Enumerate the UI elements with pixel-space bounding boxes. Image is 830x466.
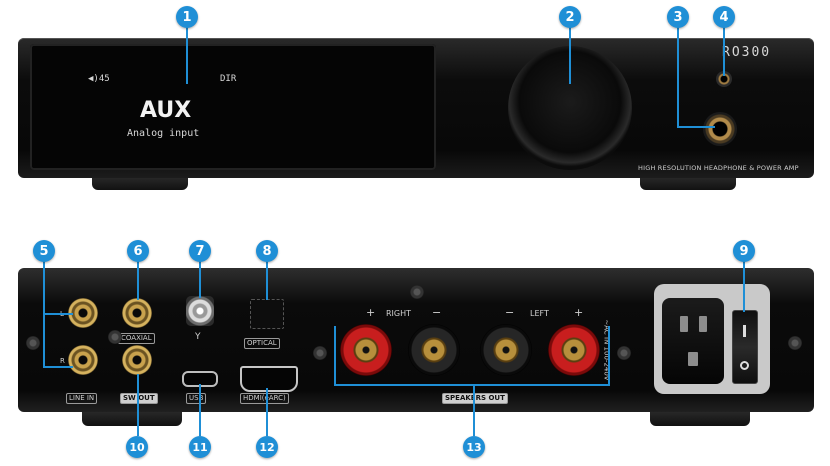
line-in-left-jack[interactable]: [68, 298, 98, 328]
callout-line-5b: [43, 366, 73, 368]
display-screen: ◀)45 DIR AUX Analog input: [30, 44, 436, 170]
screw-icon: [788, 336, 802, 350]
optical-port[interactable]: [250, 299, 284, 329]
callout-line-5a: [43, 313, 73, 315]
mode-readout: DIR: [220, 74, 237, 84]
front-foot-left: [92, 176, 188, 190]
callout-bracket-13: [334, 384, 610, 386]
callout-line-7: [199, 260, 201, 298]
iec-pin: [680, 316, 688, 332]
callout-7: 7: [189, 240, 211, 262]
screw-icon: [108, 330, 122, 344]
usb-label: USB: [186, 393, 207, 404]
coaxial-jack[interactable]: [122, 298, 152, 328]
callout-line-13: [473, 386, 475, 436]
callout-12: 12: [256, 436, 278, 458]
volume-readout: ◀)45: [88, 74, 110, 84]
screw-icon: [26, 336, 40, 350]
antenna-connector[interactable]: [186, 296, 214, 326]
callout-line-3: [677, 26, 679, 128]
callout-line-11: [199, 384, 201, 436]
screw-icon: [410, 285, 424, 299]
callout-4: 4: [713, 6, 735, 28]
callout-1: 1: [176, 6, 198, 28]
sw-out-jack[interactable]: [122, 345, 152, 375]
right-positive-terminal[interactable]: [340, 324, 392, 376]
screw-icon: [313, 346, 327, 360]
iec-pin: [699, 316, 707, 332]
large-headphone-jack[interactable]: [703, 112, 737, 146]
left-plus-sign: +: [574, 306, 584, 319]
callout-3: 3: [667, 6, 689, 28]
product-subtitle: HIGH RESOLUTION HEADPHONE & POWER AMP: [638, 164, 799, 172]
small-headphone-jack[interactable]: [716, 71, 732, 87]
callout-line-10: [137, 374, 139, 436]
right-label: RIGHT: [386, 309, 412, 318]
source-description: Analog input: [127, 128, 200, 139]
power-switch[interactable]: [732, 310, 758, 384]
back-foot-left: [82, 410, 182, 426]
line-in-right-label: R: [60, 357, 65, 365]
callout-line-6: [137, 260, 139, 300]
callout-8: 8: [256, 240, 278, 262]
hdmi-port[interactable]: [240, 366, 298, 392]
switch-off-mark: [740, 361, 749, 370]
right-minus-sign: −: [432, 306, 442, 319]
callout-10: 10: [126, 436, 148, 458]
callout-line-12: [266, 388, 268, 436]
screw-icon: [617, 346, 631, 360]
optical-label: OPTICAL: [244, 338, 280, 349]
callout-line-2: [569, 26, 571, 84]
callout-9: 9: [733, 240, 755, 262]
switch-on-mark: [743, 325, 746, 337]
callout-11: 11: [189, 436, 211, 458]
callout-6: 6: [127, 240, 149, 262]
callout-bracket-13-left: [334, 326, 336, 386]
iec-socket[interactable]: [662, 298, 724, 384]
source-title: AUX: [140, 98, 192, 123]
brand-logo: RO300: [722, 45, 772, 60]
callout-2: 2: [559, 6, 581, 28]
antenna-mark: Y: [195, 332, 201, 342]
iec-pin: [688, 352, 698, 366]
callout-13: 13: [463, 436, 485, 458]
right-negative-terminal[interactable]: [408, 324, 460, 376]
back-foot-right: [650, 410, 750, 426]
callout-line-4: [723, 26, 725, 76]
front-foot-right: [640, 176, 736, 190]
line-in-label: LINE IN: [66, 393, 98, 404]
coaxial-label: COAXIAL: [118, 333, 155, 344]
left-minus-sign: −: [505, 306, 515, 319]
callout-line-8: [266, 260, 268, 300]
right-plus-sign: +: [366, 306, 376, 319]
callout-5: 5: [33, 240, 55, 262]
left-negative-terminal[interactable]: [480, 324, 532, 376]
callout-line-1: [186, 26, 188, 84]
line-in-right-jack[interactable]: [68, 345, 98, 375]
callout-bracket-13-right: [608, 326, 610, 386]
left-positive-terminal[interactable]: [548, 324, 600, 376]
left-label: LEFT: [530, 309, 549, 318]
callout-line-3b: [677, 126, 715, 128]
callout-line-9: [743, 260, 745, 312]
hdmi-label: HDMI(eARC): [240, 393, 289, 404]
